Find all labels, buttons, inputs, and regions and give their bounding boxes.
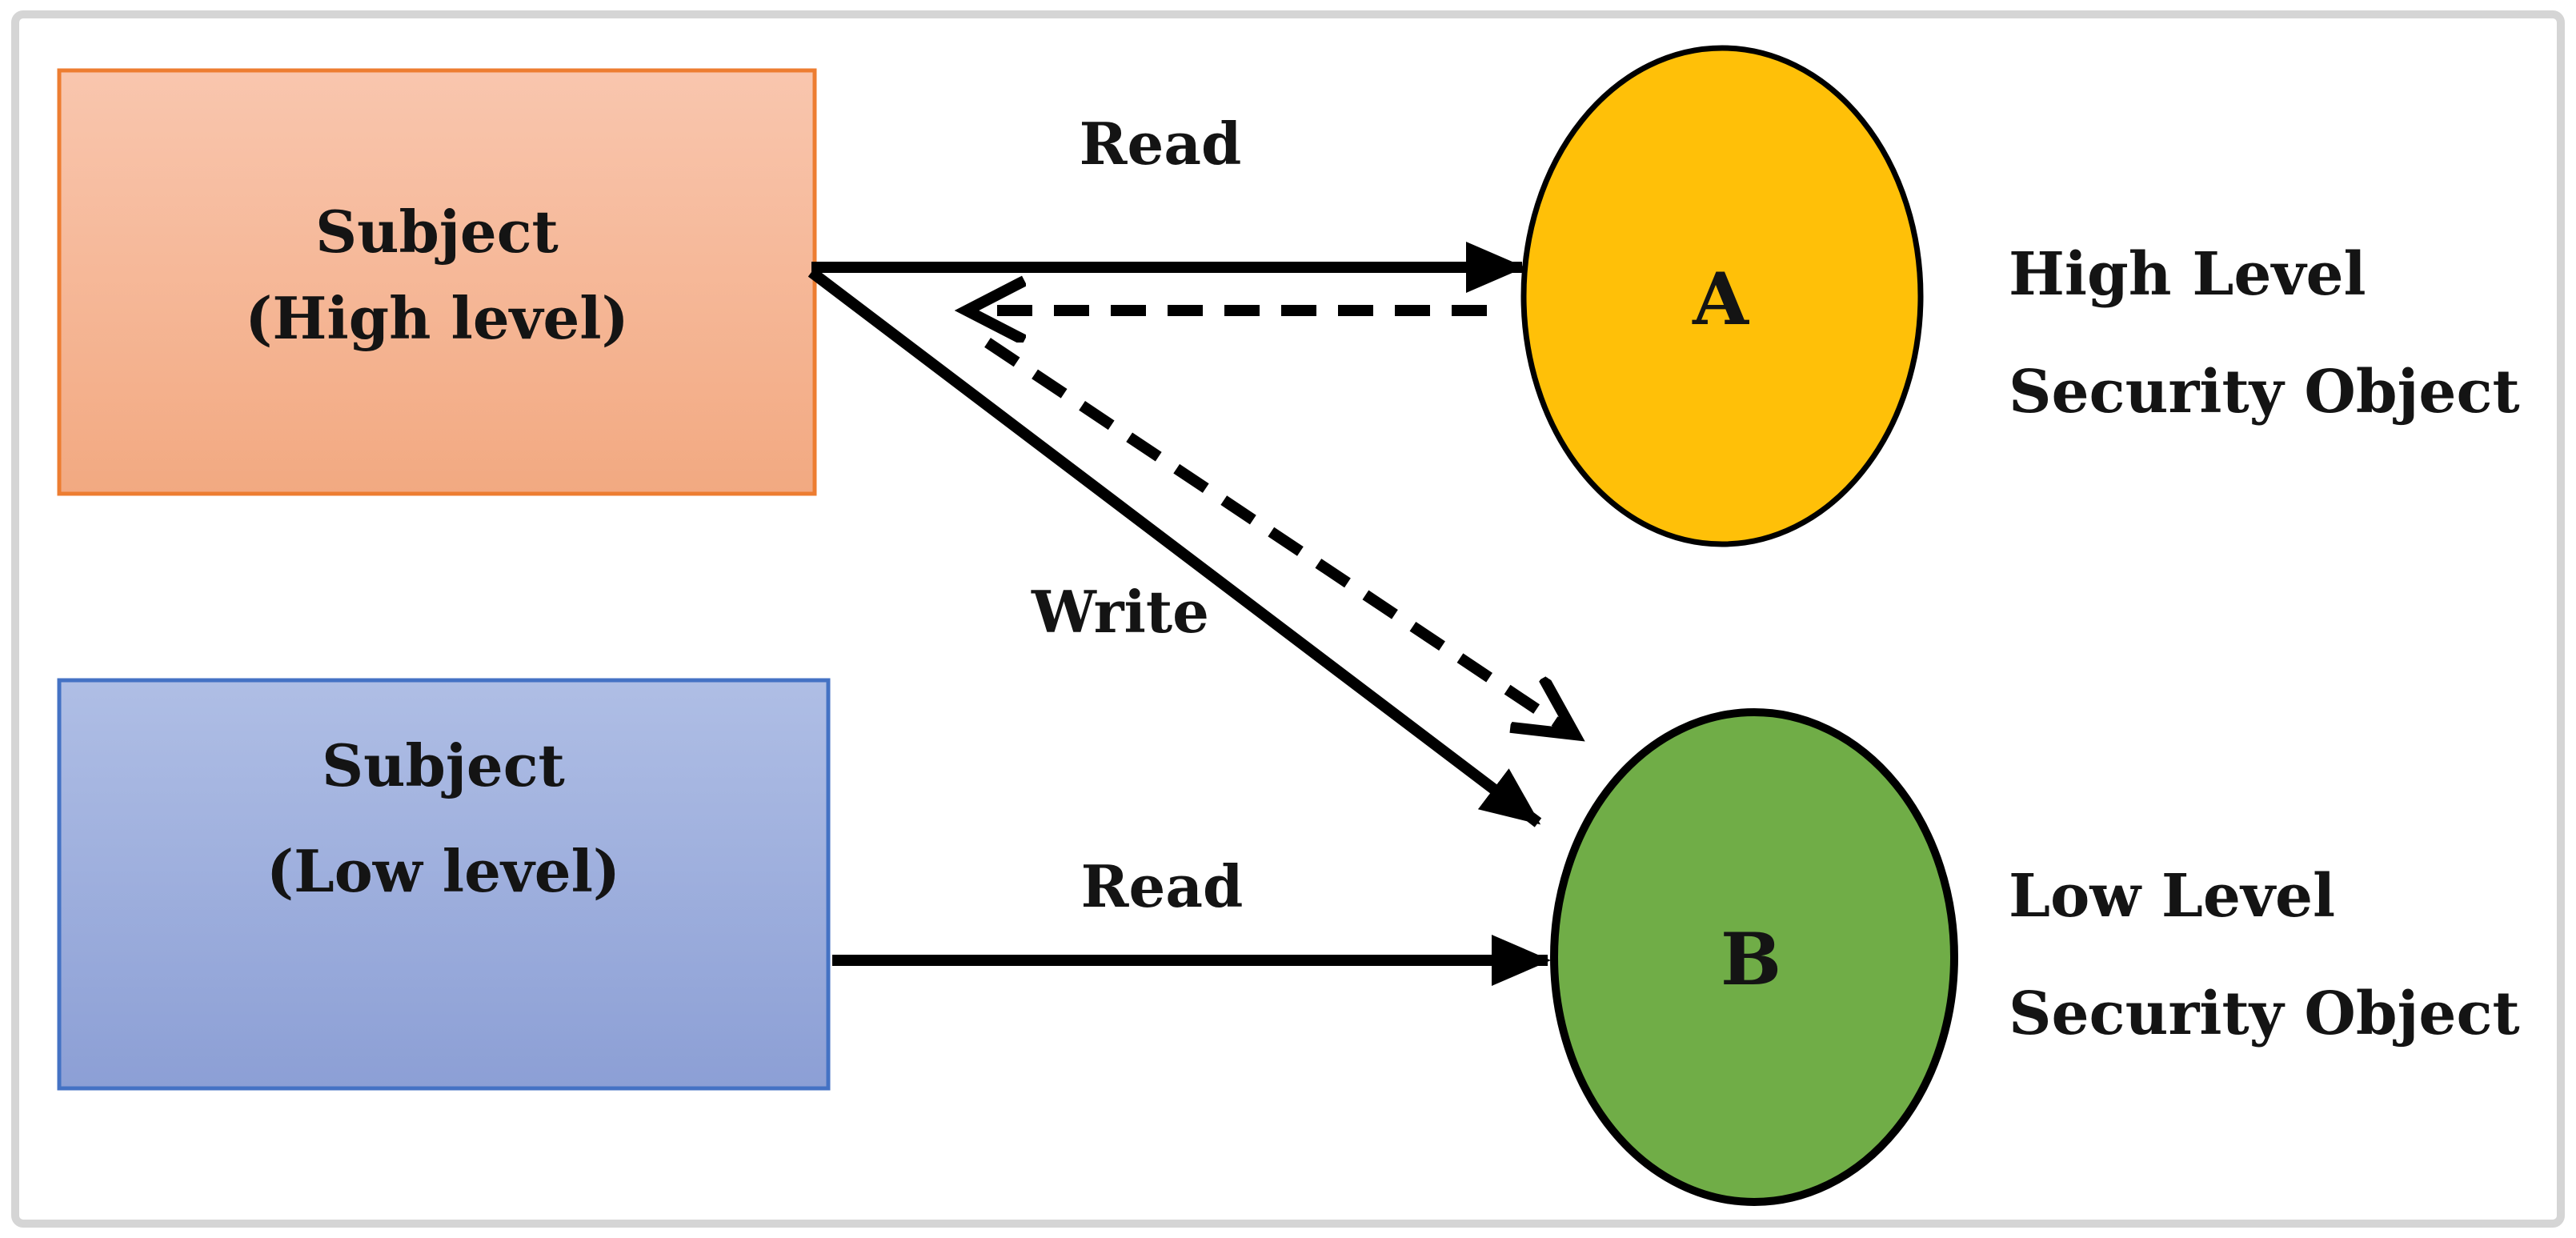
dashed-flow-diagonal-arrow (984, 338, 1575, 735)
subject-high-label-line2: (High level) (245, 284, 628, 352)
object-b-caption-line2: Security Object (2009, 980, 2520, 1048)
object-a-node: A (1520, 45, 1924, 547)
object-b-caption: Low Level Security Object (2009, 862, 2520, 1048)
subject-high-node: Subject (High level) (57, 68, 817, 496)
object-b-ellipse (1550, 708, 1958, 1206)
subject-high-box (57, 68, 817, 496)
subject-low-box (57, 678, 831, 1091)
subject-high-label-line1: Subject (315, 198, 559, 266)
object-b-caption-line1: Low Level (2009, 862, 2335, 931)
object-a-caption: High Level Security Object (2009, 240, 2520, 427)
read-high-label: Read (1080, 110, 1242, 178)
subject-low-label-line1: Subject (322, 731, 565, 799)
object-b-label: B (1721, 917, 1781, 1002)
subject-low-label-line2: (Low level) (266, 837, 620, 905)
object-a-caption-line2: Security Object (2009, 358, 2520, 427)
object-b-node: B (1550, 708, 1958, 1206)
subject-low-node: Subject (Low level) (57, 678, 831, 1091)
object-a-caption-line1: High Level (2009, 240, 2366, 309)
read-low-label: Read (1081, 852, 1244, 920)
object-a-label: A (1692, 257, 1749, 342)
object-a-ellipse (1520, 45, 1924, 547)
write-high-label: Write (1031, 578, 1209, 646)
outer-frame (11, 10, 2565, 1228)
write-high-arrow (807, 267, 1542, 827)
